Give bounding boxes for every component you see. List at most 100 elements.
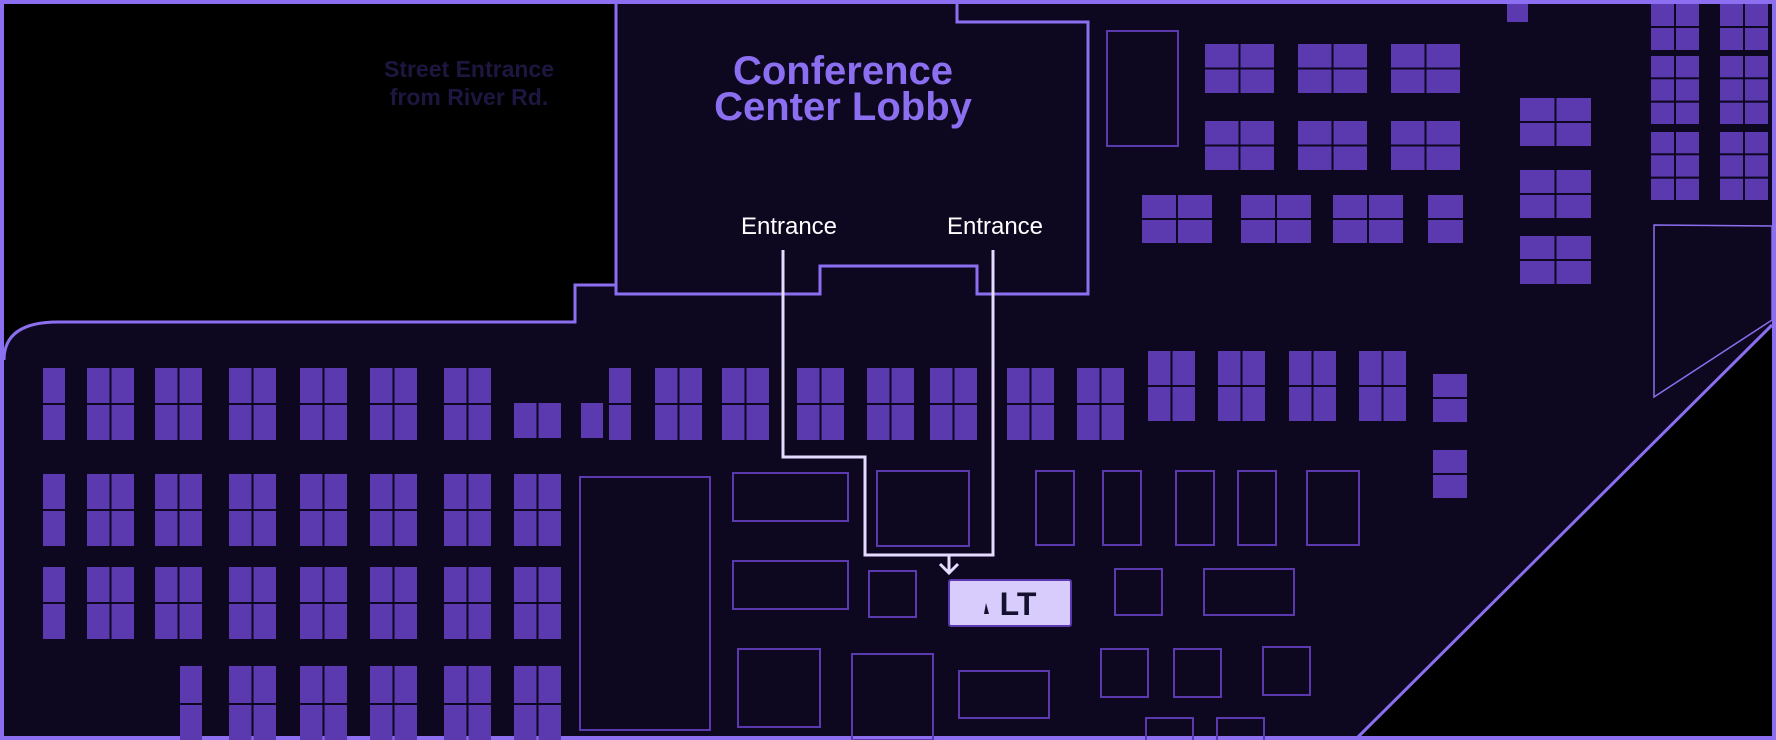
booth[interactable] [538, 403, 562, 438]
booth[interactable] [954, 405, 978, 440]
booth[interactable] [1369, 195, 1403, 218]
booth[interactable] [111, 405, 135, 440]
booth[interactable] [538, 511, 562, 546]
booth[interactable] [1242, 387, 1266, 421]
booth[interactable] [300, 567, 323, 602]
booth[interactable] [609, 405, 631, 440]
booth[interactable] [300, 368, 323, 403]
booth[interactable] [229, 474, 252, 509]
booth[interactable] [87, 511, 110, 546]
booth[interactable] [1077, 405, 1100, 440]
booth[interactable] [1333, 69, 1368, 94]
booth[interactable] [300, 474, 323, 509]
booth[interactable] [179, 474, 203, 509]
booth[interactable] [1676, 79, 1699, 101]
booth[interactable] [655, 368, 678, 403]
booth[interactable] [1651, 102, 1674, 124]
booth[interactable] [514, 666, 537, 703]
booth[interactable] [43, 474, 65, 509]
booth[interactable] [1031, 368, 1055, 403]
booth[interactable] [155, 567, 178, 602]
booth[interactable] [1745, 102, 1768, 124]
booth[interactable] [1676, 132, 1699, 154]
booth[interactable] [370, 705, 393, 740]
booth[interactable] [180, 705, 202, 740]
booth[interactable] [1651, 178, 1674, 200]
booth[interactable] [87, 474, 110, 509]
booth[interactable] [43, 368, 65, 403]
booth[interactable] [1298, 69, 1332, 94]
booth[interactable] [514, 474, 537, 509]
booth[interactable] [1205, 121, 1239, 145]
booth[interactable] [1148, 387, 1171, 421]
booth[interactable] [891, 405, 915, 440]
booth[interactable] [1313, 387, 1337, 421]
booth[interactable] [253, 368, 277, 403]
booth[interactable] [1178, 195, 1212, 218]
booth[interactable] [1676, 155, 1699, 177]
booth[interactable] [324, 368, 348, 403]
booth[interactable] [324, 511, 348, 546]
booth[interactable] [394, 705, 418, 740]
booth[interactable] [1289, 387, 1312, 421]
booth[interactable] [300, 604, 323, 639]
booth[interactable] [655, 405, 678, 440]
booth[interactable] [468, 705, 492, 740]
booth[interactable] [1369, 220, 1403, 243]
booth[interactable] [867, 368, 890, 403]
booth[interactable] [394, 474, 418, 509]
booth[interactable] [87, 368, 110, 403]
booth[interactable] [229, 604, 252, 639]
booth[interactable] [1745, 4, 1768, 26]
booth[interactable] [253, 567, 277, 602]
booth[interactable] [468, 368, 492, 403]
booth[interactable] [43, 567, 65, 602]
booth[interactable] [370, 666, 393, 703]
booth[interactable] [1240, 69, 1275, 94]
booth[interactable] [1383, 387, 1407, 421]
booth[interactable] [1556, 123, 1592, 146]
alt-booth[interactable]: LT [948, 579, 1072, 627]
booth[interactable] [867, 405, 890, 440]
booth[interactable] [1433, 450, 1467, 473]
booth[interactable] [155, 511, 178, 546]
booth[interactable] [1240, 44, 1275, 68]
booth[interactable] [1313, 351, 1337, 385]
booth[interactable] [444, 368, 467, 403]
booth[interactable] [514, 511, 537, 546]
booth[interactable] [444, 405, 467, 440]
booth[interactable] [1651, 4, 1674, 26]
booth[interactable] [444, 666, 467, 703]
booth[interactable] [1242, 351, 1266, 385]
booth[interactable] [1433, 374, 1467, 397]
booth[interactable] [1383, 351, 1407, 385]
booth[interactable] [229, 666, 252, 703]
booth[interactable] [1298, 146, 1332, 171]
booth[interactable] [43, 405, 65, 440]
booth[interactable] [1428, 195, 1463, 218]
booth[interactable] [930, 368, 953, 403]
booth[interactable] [1218, 387, 1241, 421]
booth[interactable] [444, 604, 467, 639]
booth[interactable] [43, 604, 65, 639]
booth[interactable] [1172, 387, 1196, 421]
booth[interactable] [370, 474, 393, 509]
booth[interactable] [581, 403, 603, 438]
booth[interactable] [1142, 195, 1176, 218]
booth[interactable] [394, 567, 418, 602]
booth[interactable] [1298, 121, 1332, 145]
booth[interactable] [1745, 79, 1768, 101]
booth[interactable] [1651, 56, 1674, 78]
booth[interactable] [538, 705, 562, 740]
booth[interactable] [1241, 195, 1275, 218]
booth[interactable] [1556, 170, 1592, 193]
booth[interactable] [1745, 178, 1768, 200]
booth[interactable] [746, 368, 770, 403]
booth[interactable] [1142, 220, 1176, 243]
booth[interactable] [1676, 102, 1699, 124]
booth[interactable] [111, 567, 135, 602]
booth[interactable] [1520, 170, 1555, 193]
booth[interactable] [679, 368, 703, 403]
booth[interactable] [538, 567, 562, 602]
booth[interactable] [468, 666, 492, 703]
